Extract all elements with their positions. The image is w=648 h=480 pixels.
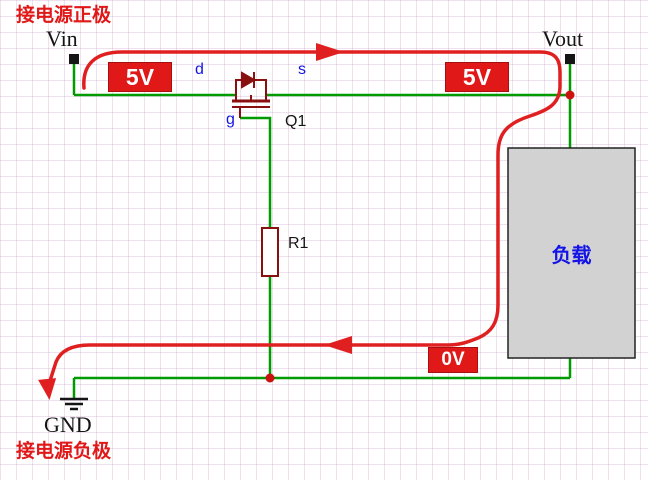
body-diode-triangle (241, 71, 256, 89)
gnd-label: GND (44, 412, 92, 437)
resistor-ref-label: R1 (288, 235, 309, 252)
vin-voltage-badge: 5V (108, 62, 172, 92)
wire-gate-to-resistor (240, 116, 272, 228)
mosfet-symbol (232, 71, 270, 118)
current-arrow-top (316, 43, 344, 61)
wire-net (72, 63, 572, 398)
vin-terminal (69, 54, 79, 64)
drain-pin-label: d (195, 61, 204, 78)
source-pin-label: s (298, 61, 306, 78)
load-label: 负载 (551, 244, 592, 267)
resistor-body (261, 227, 279, 277)
vout-terminal (565, 54, 575, 64)
mosfet-ref-label: Q1 (285, 113, 307, 130)
junction-dot-rail (265, 373, 275, 383)
vout-label: Vout (542, 26, 584, 51)
current-arrow-bottom (324, 336, 352, 354)
gnd-voltage-badge: 0V (428, 347, 478, 373)
note-negative-terminal: 接电源负极 (16, 441, 112, 462)
gnd-symbol (60, 397, 88, 411)
note-positive-terminal: 接电源正极 (16, 5, 112, 26)
vout-voltage-badge: 5V (445, 62, 509, 92)
current-arrow-gnd (38, 378, 57, 400)
body-diode-anode-lead (235, 79, 242, 95)
body-diode-cathode-lead (254, 79, 267, 95)
gate-pin-label: g (226, 111, 235, 128)
vin-label: Vin (46, 26, 78, 51)
current-path (47, 50, 562, 386)
junction-dot-vout (565, 90, 575, 100)
load-box (507, 147, 636, 359)
